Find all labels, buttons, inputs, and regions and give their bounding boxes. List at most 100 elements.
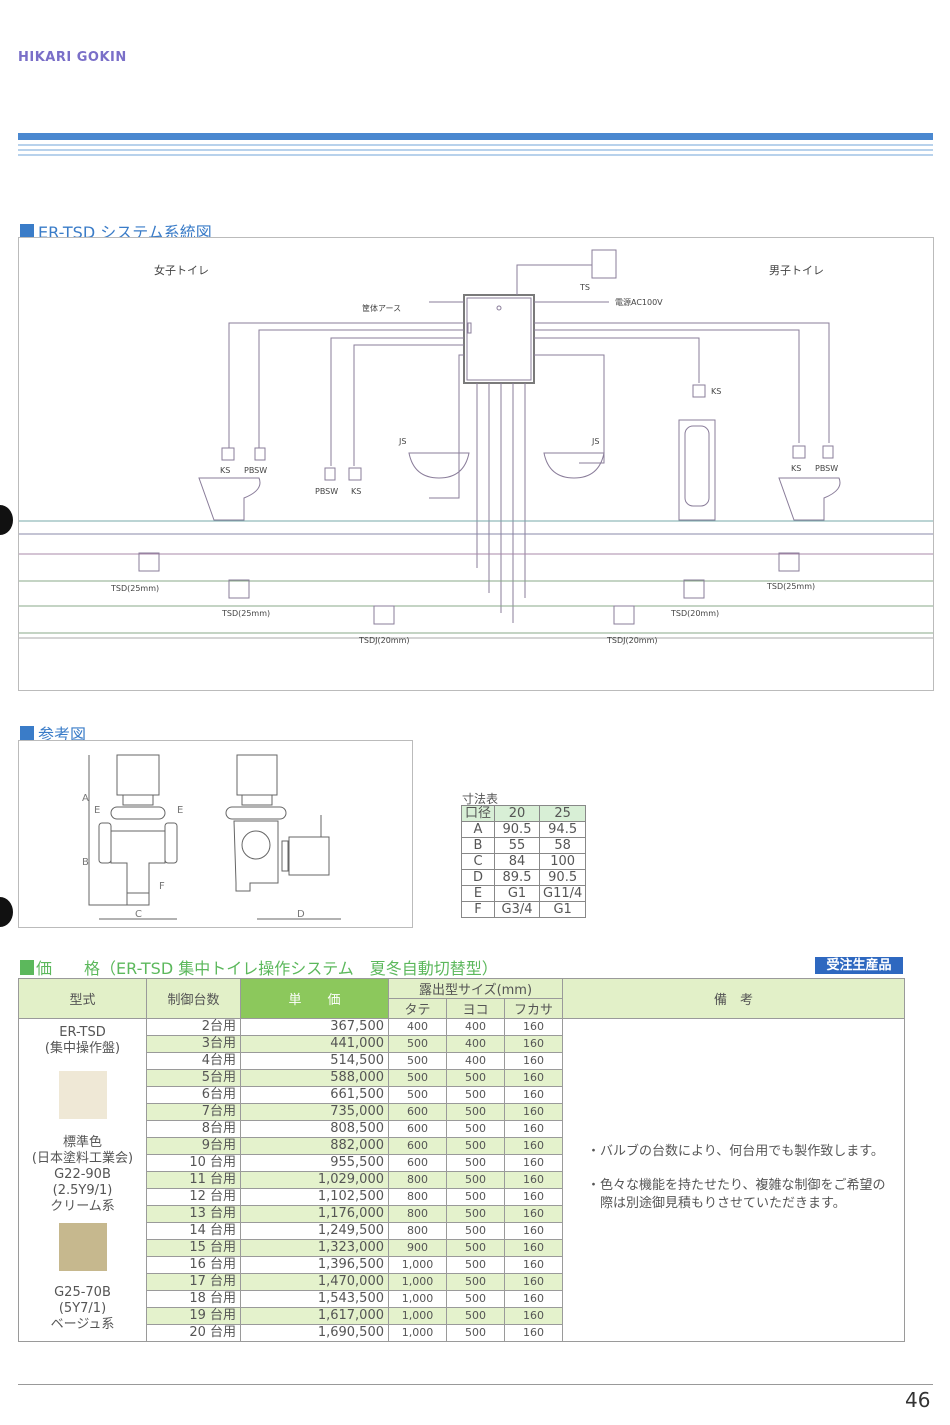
header-unit-price: 単 価 [240, 978, 389, 1019]
valve-drawing-svg: A B C D E E F [82, 754, 341, 920]
count-cell: 19 台用 [146, 1307, 241, 1325]
depth-cell: 160 [504, 1069, 563, 1087]
dimension-cell: F [461, 901, 495, 918]
height-cell: 500 [388, 1052, 447, 1070]
count-cell: 16 台用 [146, 1256, 241, 1274]
valve-label: TSD(20mm) [670, 609, 719, 618]
height-cell: 1,000 [388, 1307, 447, 1325]
header-rule [18, 149, 933, 151]
footer-rule [18, 1384, 933, 1385]
depth-cell: 160 [504, 1307, 563, 1325]
width-cell: 500 [446, 1120, 505, 1138]
count-cell: 9台用 [146, 1137, 241, 1155]
binding-hole [0, 505, 13, 535]
header-model: 型式 [18, 978, 147, 1019]
count-cell: 5台用 [146, 1069, 241, 1087]
count-cell: 12 台用 [146, 1188, 241, 1206]
count-cell: 10 台用 [146, 1154, 241, 1172]
width-cell: 500 [446, 1222, 505, 1240]
ks-label: KS [711, 387, 721, 396]
height-cell: 600 [388, 1137, 447, 1155]
depth-cell: 160 [504, 1018, 563, 1036]
height-cell: 1,000 [388, 1324, 447, 1342]
dimension-cell: 84 [494, 853, 540, 870]
depth-cell: 160 [504, 1086, 563, 1104]
price-cell: 441,000 [240, 1035, 389, 1053]
depth-cell: 160 [504, 1120, 563, 1138]
remark-line: ・色々な機能を持たせたり、複雑な制御をご希望の [587, 1178, 886, 1193]
count-cell: 11 台用 [146, 1171, 241, 1189]
header-count: 制御台数 [146, 978, 241, 1019]
dimension-cell: E [461, 885, 495, 902]
depth-cell: 160 [504, 1103, 563, 1121]
depth-cell: 160 [504, 1137, 563, 1155]
width-cell: 500 [446, 1256, 505, 1274]
remark-line: ・バルブの台数により、何台用でも製作致します。 [587, 1144, 884, 1159]
depth-cell: 160 [504, 1154, 563, 1172]
remarks-cell: ・バルブの台数により、何台用でも製作致します。・色々な機能を持たせたり、複雑な制… [562, 1018, 905, 1342]
width-cell: 500 [446, 1239, 505, 1257]
count-cell: 4台用 [146, 1052, 241, 1070]
beige-color-swatch [58, 1223, 107, 1271]
width-cell: 500 [446, 1290, 505, 1308]
ks-label: KS [351, 487, 361, 496]
men-toilet-label: 男子トイレ [769, 264, 824, 277]
price-cell: 1,249,500 [240, 1222, 389, 1240]
width-cell: 500 [446, 1307, 505, 1325]
dim-label-e: E [177, 805, 183, 816]
dimension-cell: 90.5 [538, 869, 587, 886]
count-cell: 8台用 [146, 1120, 241, 1138]
width-cell: 500 [446, 1205, 505, 1223]
count-cell: 6台用 [146, 1086, 241, 1104]
color1-munsell: (2.5Y9/1) [52, 1183, 113, 1198]
header-bar [18, 133, 933, 140]
header-depth: フカサ [504, 998, 563, 1019]
price-cell: 367,500 [240, 1018, 389, 1036]
system-diagram: 女子トイレ 男子トイレ 筐体アース TS 電源AC100V KS PBSW PB… [18, 237, 939, 691]
valve-label: TSDJ(20mm) [358, 636, 410, 645]
count-cell: 20 台用 [146, 1324, 241, 1342]
dimension-cell: C [461, 853, 495, 870]
depth-cell: 160 [504, 1239, 563, 1257]
cream-color-swatch [58, 1071, 107, 1119]
remark-line: 際は別途御見積もりさせていただきます。 [587, 1196, 846, 1211]
dimension-cell: 55 [494, 837, 540, 854]
color2-code: G25-70B [54, 1285, 111, 1300]
width-cell: 500 [446, 1171, 505, 1189]
depth-cell: 160 [504, 1222, 563, 1240]
price-cell: 1,470,000 [240, 1273, 389, 1291]
count-cell: 14 台用 [146, 1222, 241, 1240]
width-cell: 500 [446, 1324, 505, 1342]
height-cell: 800 [388, 1171, 447, 1189]
dimension-cell: G1 [494, 885, 540, 902]
ks-label: KS [220, 466, 230, 475]
dimension-cell: G3/4 [494, 901, 540, 918]
price-cell: 588,000 [240, 1069, 389, 1087]
width-cell: 400 [446, 1052, 505, 1070]
dimension-cell: B [461, 837, 495, 854]
dim-label-f: F [159, 881, 165, 892]
dimension-cell: 20 [494, 805, 540, 822]
ks-label: KS [791, 464, 801, 473]
price-row: ER-TSD(集中操作盤)標準色(日本塗料工業会)G22-90B(2.5Y9/1… [18, 1018, 905, 1342]
depth-cell: 160 [504, 1171, 563, 1189]
price-cell: 955,500 [240, 1154, 389, 1172]
price-cell: 1,029,000 [240, 1171, 389, 1189]
depth-cell: 160 [504, 1290, 563, 1308]
dim-label-d: D [297, 909, 305, 920]
height-cell: 900 [388, 1239, 447, 1257]
height-cell: 400 [388, 1018, 447, 1036]
color1-name: クリーム系 [50, 1199, 115, 1214]
